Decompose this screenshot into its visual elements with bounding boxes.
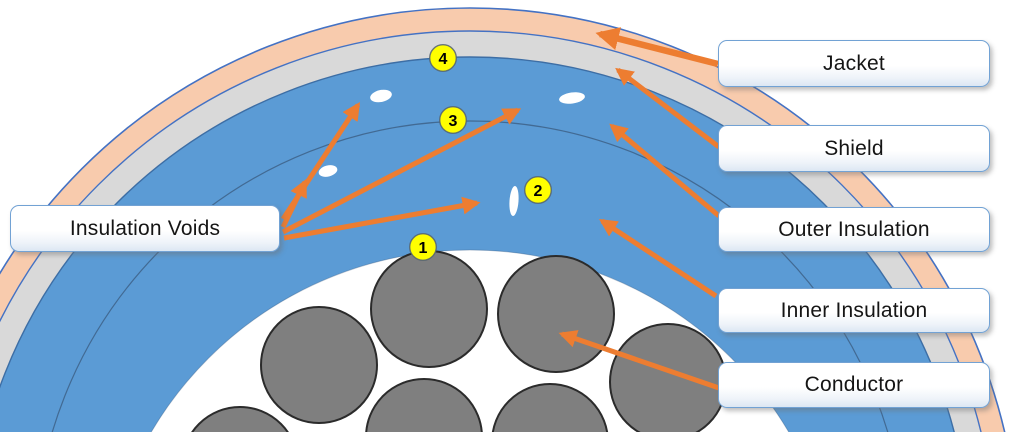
- callout-insulation-voids: Insulation Voids: [10, 205, 280, 252]
- shield-arrow: [615, 67, 721, 149]
- marker-number: 4: [439, 51, 448, 68]
- callout-label: Inner Insulation: [780, 298, 928, 322]
- void-markers: 1 2 3 4: [409, 44, 553, 261]
- callout-label: Jacket: [823, 51, 885, 75]
- voids-arrow-3: [281, 107, 522, 235]
- callout-jacket: Jacket: [718, 40, 990, 87]
- jacket-arrow: [595, 27, 719, 68]
- outer-insulation-arrow: [609, 123, 721, 218]
- conductor-strand: [370, 250, 488, 368]
- marker-circle: [429, 44, 458, 73]
- callout-outer-insulation: Outer Insulation: [718, 207, 990, 252]
- conductor-strand: [609, 323, 727, 432]
- void-ellipse: [318, 165, 338, 177]
- void-ellipse: [509, 186, 519, 216]
- conductor-strand: [365, 378, 483, 432]
- insulation-voids-shapes: [318, 89, 585, 216]
- marker-number: 2: [534, 183, 543, 200]
- conductor-arrow: [558, 330, 720, 391]
- callout-arrows: [280, 27, 721, 391]
- void-ellipse: [559, 92, 585, 104]
- voids-arrow-4: [283, 196, 481, 241]
- inner-insulation-arrow: [598, 218, 718, 299]
- callout-shield: Shield: [718, 125, 990, 172]
- void-ellipse: [370, 89, 392, 103]
- marker-circle: [409, 232, 438, 261]
- callout-label: Shield: [824, 136, 884, 160]
- void-marker-3: 3: [439, 105, 468, 134]
- void-marker-4: 4: [429, 44, 458, 73]
- conductor-strand: [497, 255, 615, 373]
- marker-circle: [524, 175, 553, 204]
- callout-conductor: Conductor: [718, 362, 990, 408]
- voids-arrow-2: [280, 178, 308, 229]
- callout-inner-insulation: Inner Insulation: [718, 288, 990, 333]
- marker-circle: [439, 105, 468, 134]
- callout-label: Conductor: [804, 373, 904, 396]
- conductor-strand: [260, 306, 378, 424]
- conductor-strand: [191, 406, 289, 432]
- void-marker-1: 1: [409, 232, 438, 261]
- callout-label: Outer Insulation: [778, 217, 930, 241]
- void-marker-2: 2: [524, 175, 553, 204]
- marker-number: 3: [449, 113, 458, 130]
- callout-label: Insulation Voids: [69, 216, 221, 240]
- marker-number: 1: [419, 240, 428, 257]
- conductor-strand: [491, 383, 609, 432]
